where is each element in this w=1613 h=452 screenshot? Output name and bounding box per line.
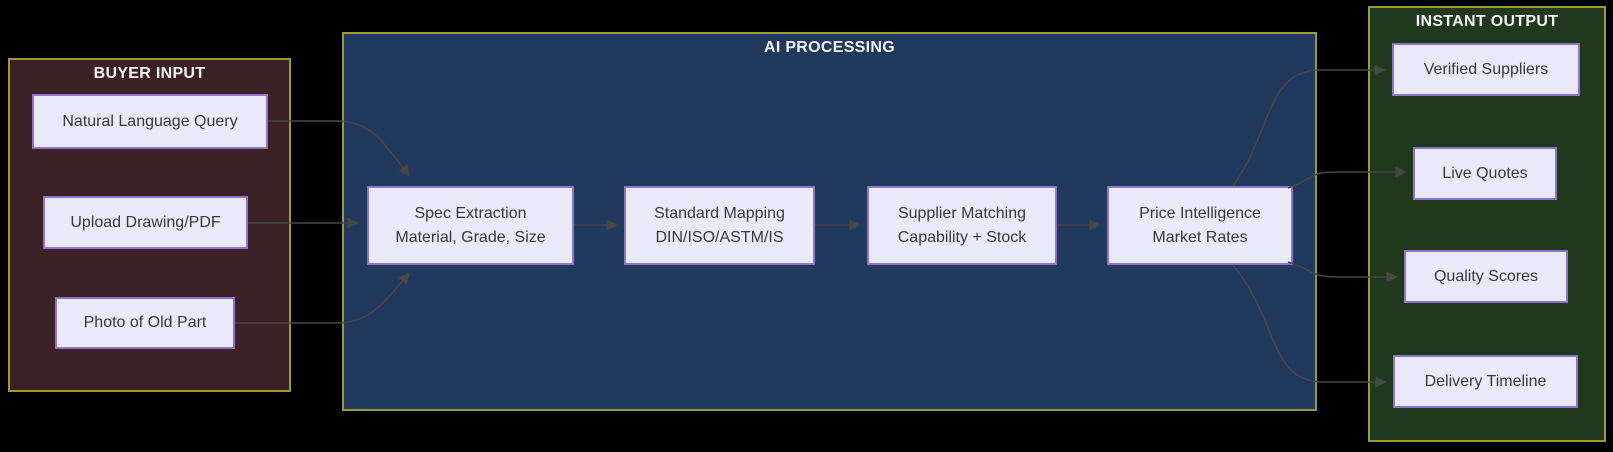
buyer-input-title: BUYER INPUT — [93, 65, 206, 82]
node-label: Delivery Timeline — [1424, 372, 1547, 390]
instant-output-title: INSTANT OUTPUT — [1415, 13, 1559, 30]
ai-processing-title: AI PROCESSING — [763, 39, 896, 56]
node-delivery-timeline: Delivery Timeline — [1393, 355, 1578, 408]
node-upload-drawing-pdf: Upload Drawing/PDF — [43, 196, 248, 249]
node-spec-extraction: Spec Extraction Material, Grade, Size — [367, 186, 574, 265]
node-label-line1: Standard Mapping — [654, 204, 785, 222]
node-label-line1: Spec Extraction — [414, 204, 527, 222]
node-label-line2: DIN/ISO/ASTM/IS — [655, 228, 784, 246]
node-label: Upload Drawing/PDF — [70, 213, 221, 231]
node-photo-of-old-part: Photo of Old Part — [55, 297, 235, 349]
node-label: Natural Language Query — [62, 112, 238, 130]
node-label-line1: Supplier Matching — [897, 204, 1027, 222]
node-price-intelligence: Price Intelligence Market Rates — [1107, 186, 1293, 265]
node-label-line2: Material, Grade, Size — [395, 228, 546, 246]
node-label-line2: Capability + Stock — [897, 228, 1027, 246]
node-label: Photo of Old Part — [83, 314, 207, 331]
node-label: Verified Suppliers — [1423, 60, 1549, 78]
node-label: Quality Scores — [1433, 267, 1539, 285]
node-live-quotes: Live Quotes — [1413, 147, 1557, 200]
node-quality-scores: Quality Scores — [1404, 250, 1568, 303]
node-label: Live Quotes — [1442, 164, 1528, 182]
node-label-line1: Price Intelligence — [1139, 204, 1261, 222]
node-supplier-matching: Supplier Matching Capability + Stock — [867, 186, 1057, 265]
node-verified-suppliers: Verified Suppliers — [1392, 43, 1580, 96]
node-standard-mapping: Standard Mapping DIN/ISO/ASTM/IS — [624, 186, 815, 265]
node-label-line2: Market Rates — [1152, 228, 1248, 246]
node-natural-language-query: Natural Language Query — [32, 94, 268, 149]
